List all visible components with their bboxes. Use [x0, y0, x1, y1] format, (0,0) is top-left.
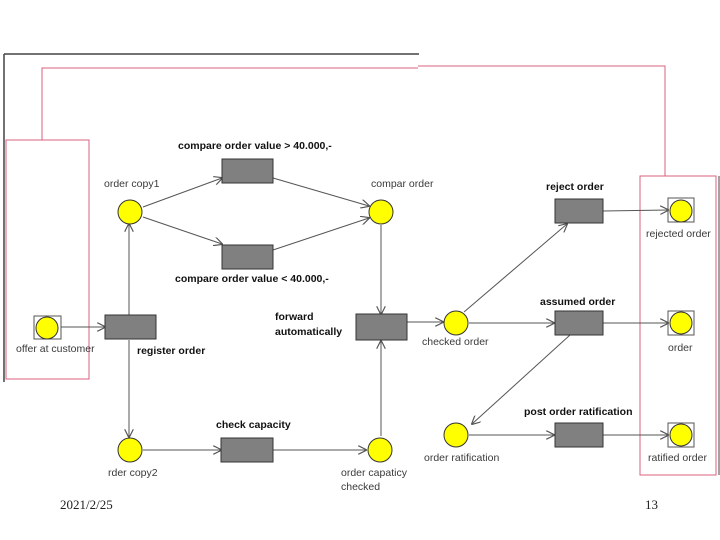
arc-reject-rejected [602, 210, 668, 211]
label-order-capacity-2: checked [341, 481, 381, 493]
places [33, 197, 695, 463]
boundary-lines [5, 65, 720, 476]
transition-check-capacity [220, 437, 274, 463]
place-order-square [667, 310, 695, 336]
customer-boundary [5, 139, 90, 380]
transition-register-order [104, 314, 157, 340]
footer-date: 2021/2/25 [60, 497, 113, 512]
label-order-ratification: order ratification [424, 452, 500, 464]
arc-copy1-compare-lt [142, 216, 222, 244]
arc-checked-reject [463, 224, 567, 313]
transition-post-ratification [554, 422, 604, 448]
label-order-copy2: rder copy2 [108, 467, 158, 479]
transition-compare-gt [221, 158, 274, 184]
label-order-copy1: order copy1 [104, 178, 160, 190]
transition-forward [355, 313, 408, 341]
label-ratified-order: ratified order [648, 452, 707, 464]
label-register-order: register order [137, 345, 206, 357]
label-check-capacity: check capacity [216, 419, 291, 431]
label-forward-1: forward [275, 311, 314, 323]
label-order: order [668, 342, 693, 354]
place-offer-at-customer [35, 316, 59, 340]
output-boundary [639, 175, 717, 476]
transition-compare-lt [221, 244, 274, 270]
label-compare-lt: compare order value < 40.000,- [175, 273, 329, 285]
transitions [104, 158, 604, 463]
label-assumed-order: assumed order [540, 296, 616, 308]
arc-assumed-ratification [472, 334, 571, 424]
label-rejected-order: rejected order [646, 228, 711, 240]
place-order-copy1 [117, 199, 143, 225]
label-order-capacity-1: order capaticy [341, 467, 407, 479]
place-order-capacity-checked [367, 437, 393, 463]
label-post-order-ratification: post order ratification [524, 406, 633, 418]
place-order [669, 311, 693, 335]
label-compare-gt: compare order value > 40.000,- [178, 140, 332, 152]
arc-compare-gt-compar [272, 177, 369, 206]
arc-copy1-compare-gt [142, 178, 222, 208]
arcs [61, 178, 668, 450]
transition-reject-order [554, 198, 604, 224]
place-order-copy2 [117, 437, 143, 463]
place-compar-order [368, 199, 394, 225]
footer-page-number: 13 [645, 497, 658, 512]
label-forward-2: automatically [275, 326, 343, 338]
label-compar-order: compar order [371, 178, 434, 190]
label-checked-order: checked order [422, 336, 489, 348]
label-reject-order: reject order [546, 181, 604, 193]
transition-assumed-order [554, 310, 604, 336]
place-ratified-square [667, 422, 695, 448]
frame-lines [3, 53, 419, 382]
place-ratified-order [669, 423, 693, 447]
label-offer-at-customer: offer at customer [16, 343, 95, 355]
place-rejected-order [669, 199, 693, 223]
arc-compare-lt-compar [272, 218, 369, 251]
place-checked-order [443, 310, 469, 336]
place-order-ratification [443, 422, 469, 448]
